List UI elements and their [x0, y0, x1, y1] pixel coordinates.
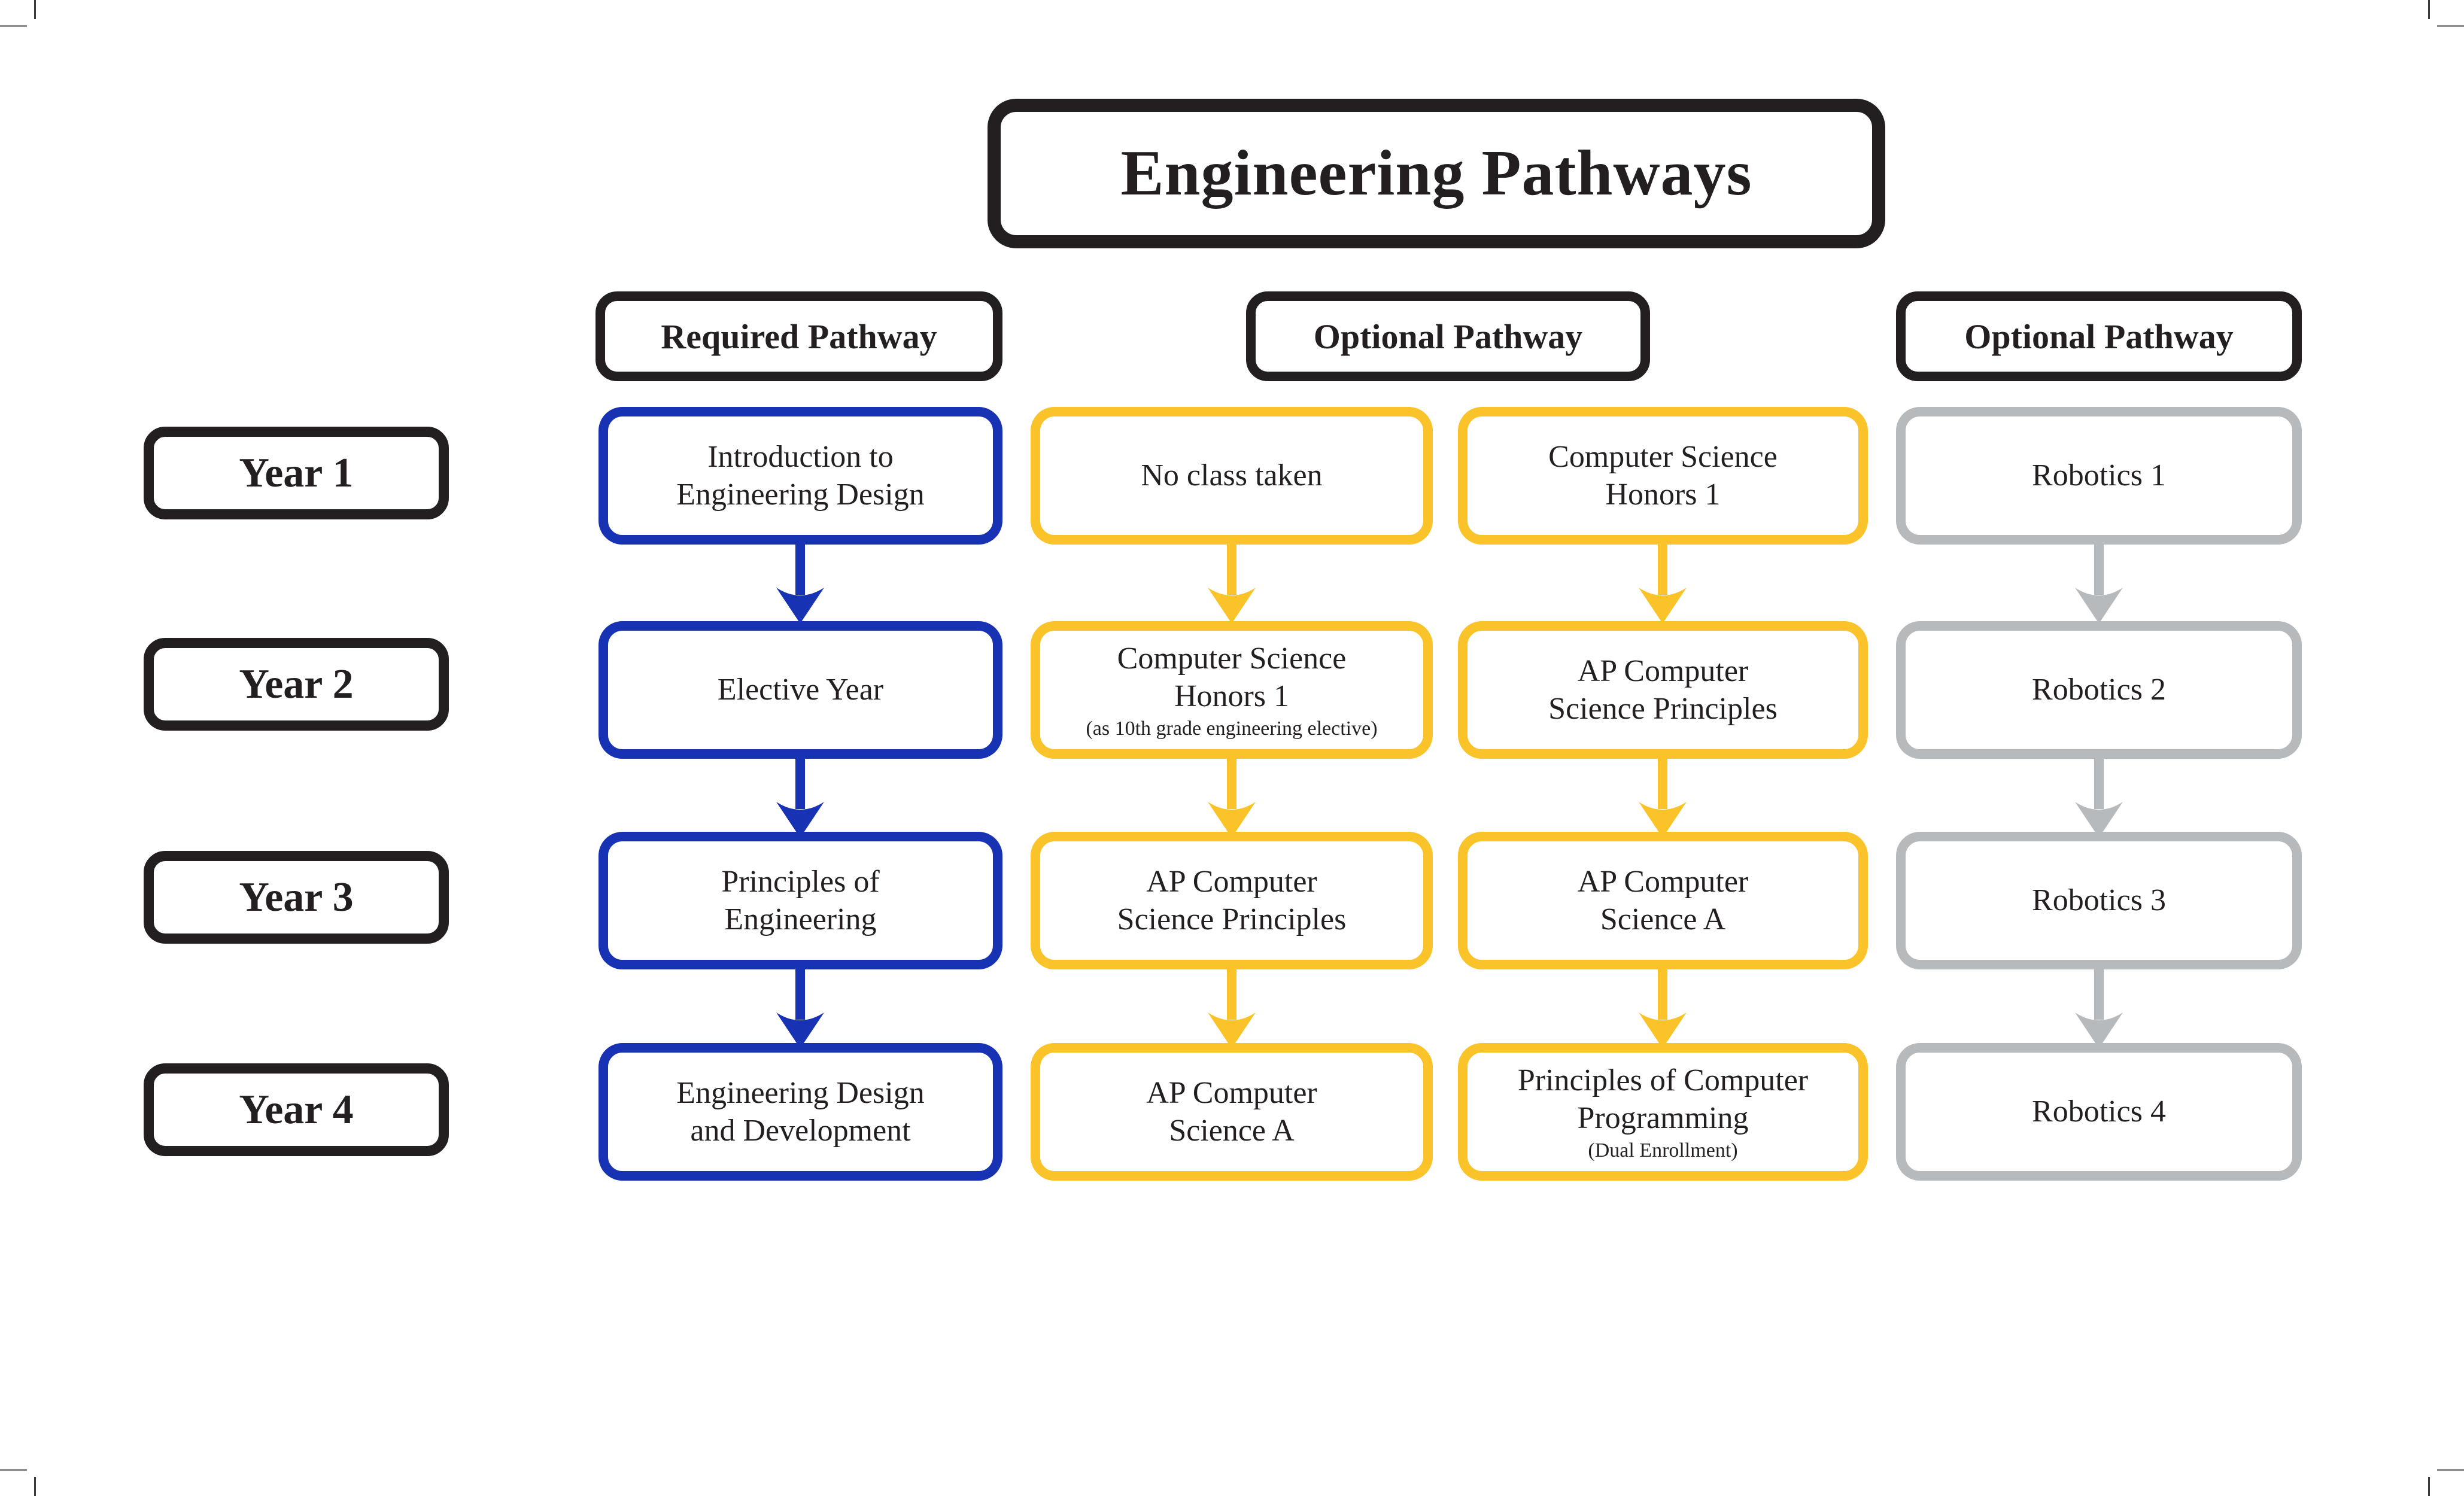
- course-title: Robotics 3: [2032, 883, 2166, 918]
- course-subtitle: (Dual Enrollment): [1588, 1139, 1738, 1161]
- column-header-label: Optional Pathway: [1313, 317, 1583, 356]
- course-box-optional-cs-a-year2: Computer Science Honors 1 (as 10th grade…: [1031, 621, 1433, 759]
- diagram-title-box: Engineering Pathways: [988, 99, 1885, 248]
- arrow-down-icon: [1208, 965, 1256, 1048]
- course-box-optional-cs-b-year1: Computer Science Honors 1: [1458, 407, 1868, 545]
- course-box-optional-cs-b-year2: AP Computer Science Principles: [1458, 621, 1868, 759]
- course-title: No class taken: [1141, 458, 1323, 493]
- course-title: AP Computer Science A: [1146, 1075, 1317, 1148]
- course-box-robotics-year4: Robotics 4: [1896, 1043, 2302, 1181]
- year-label-3: Year 3: [144, 851, 449, 944]
- course-box-required-year3: Principles of Engineering: [598, 832, 1002, 969]
- year-label-text: Year 4: [239, 1086, 354, 1133]
- arrow-down-icon: [776, 540, 824, 624]
- arrow-down-icon: [2075, 754, 2123, 838]
- year-label-4: Year 4: [144, 1063, 449, 1156]
- column-header-label: Optional Pathway: [1964, 317, 2234, 356]
- course-title: Principles of Engineering: [721, 864, 880, 936]
- crop-mark: [2428, 0, 2430, 19]
- course-box-optional-cs-a-year4: AP Computer Science A: [1031, 1043, 1433, 1181]
- course-subtitle: (as 10th grade engineering elective): [1086, 717, 1378, 740]
- course-box-optional-cs-a-year1: No class taken: [1031, 407, 1433, 545]
- course-title: AP Computer Science Principles: [1117, 864, 1347, 936]
- course-box-robotics-year2: Robotics 2: [1896, 621, 2302, 759]
- course-title: Robotics 2: [2032, 673, 2166, 707]
- arrow-down-icon: [1639, 965, 1687, 1048]
- page-title: Engineering Pathways: [1120, 138, 1752, 209]
- course-title: Robotics 4: [2032, 1094, 2166, 1129]
- year-label-text: Year 1: [239, 449, 354, 496]
- year-label-2: Year 2: [144, 638, 449, 731]
- course-box-robotics-year3: Robotics 3: [1896, 832, 2302, 969]
- course-title: Elective Year: [717, 673, 884, 707]
- course-box-required-year1: Introduction to Engineering Design: [598, 407, 1002, 545]
- column-header-required: Required Pathway: [596, 291, 1002, 381]
- crop-mark: [0, 25, 27, 27]
- crop-mark: [34, 0, 36, 19]
- arrow-down-icon: [1639, 540, 1687, 624]
- course-title: Principles of Computer Programming: [1517, 1063, 1809, 1136]
- course-title: Engineering Design and Development: [676, 1075, 925, 1148]
- column-header-optional-cs: Optional Pathway: [1246, 291, 1650, 381]
- course-title: Computer Science Honors 1: [1548, 439, 1778, 512]
- course-title: Introduction to Engineering Design: [676, 439, 925, 512]
- course-box-optional-cs-b-year4: Principles of Computer Programming (Dual…: [1458, 1043, 1868, 1181]
- year-label-text: Year 3: [239, 874, 354, 920]
- course-title: AP Computer Science Principles: [1548, 653, 1778, 726]
- course-box-optional-cs-a-year3: AP Computer Science Principles: [1031, 832, 1433, 969]
- crop-mark: [34, 1477, 36, 1496]
- arrow-down-icon: [1639, 754, 1687, 838]
- arrow-down-icon: [776, 754, 824, 838]
- arrow-down-icon: [1208, 754, 1256, 838]
- course-title: AP Computer Science A: [1577, 864, 1749, 936]
- course-box-optional-cs-b-year3: AP Computer Science A: [1458, 832, 1868, 969]
- arrow-down-icon: [1208, 540, 1256, 624]
- course-title: Computer Science Honors 1: [1117, 641, 1347, 714]
- course-box-required-year2: Elective Year: [598, 621, 1002, 759]
- crop-mark: [2437, 1469, 2464, 1471]
- course-title: Robotics 1: [2032, 458, 2166, 493]
- arrow-down-icon: [2075, 965, 2123, 1048]
- arrow-down-icon: [2075, 540, 2123, 624]
- column-header-label: Required Pathway: [661, 317, 937, 356]
- course-box-required-year4: Engineering Design and Development: [598, 1043, 1002, 1181]
- arrow-down-icon: [776, 965, 824, 1048]
- crop-mark: [2428, 1477, 2430, 1496]
- column-header-optional-robotics: Optional Pathway: [1896, 291, 2302, 381]
- crop-mark: [2437, 25, 2464, 27]
- year-label-text: Year 2: [239, 661, 354, 707]
- year-label-1: Year 1: [144, 427, 449, 519]
- course-box-robotics-year1: Robotics 1: [1896, 407, 2302, 545]
- crop-mark: [0, 1469, 27, 1471]
